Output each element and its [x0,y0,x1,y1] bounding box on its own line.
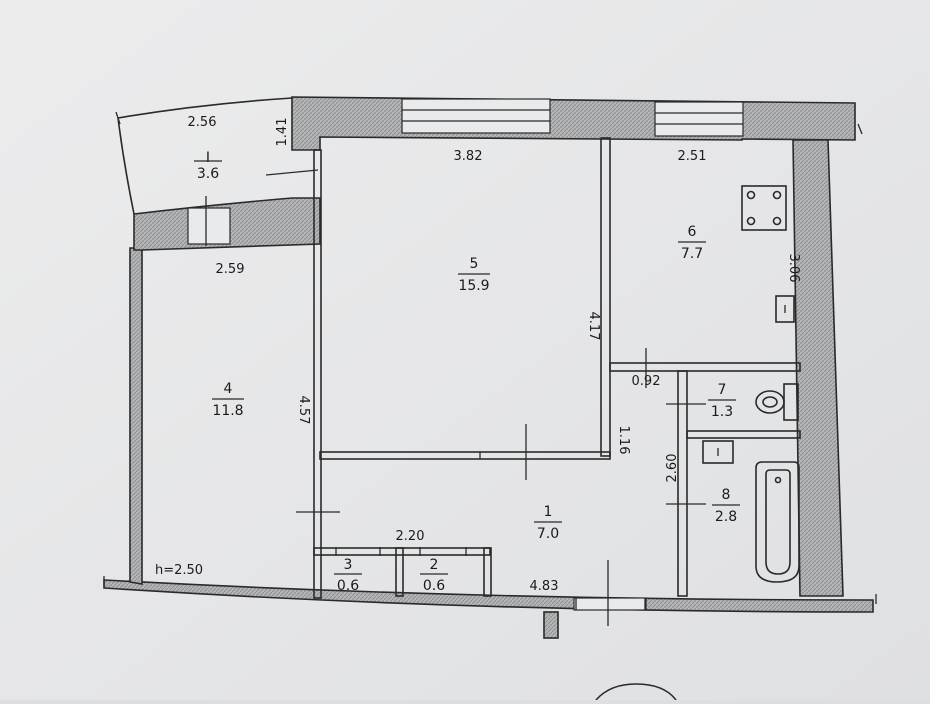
wall-5-6 [600,137,611,457]
svg-text:3: 3 [344,557,353,573]
svg-text:I: I [206,150,210,166]
wall-4-5 [313,149,322,599]
door-marks [103,111,877,626]
door-entrance [573,597,647,611]
svg-text:7.0: 7.0 [537,526,559,542]
svg-text:7: 7 [718,382,727,398]
dim-room4-depth: 4.57 [296,396,311,425]
svg-text:1: 1 [544,504,553,520]
dim-balcony-depth: 1.41 [275,118,290,147]
room-label-2: 2 0.6 [420,557,448,594]
wall-left [129,247,143,585]
dim-room5-depth: 4.17 [586,312,601,341]
dim-corridor-width: 0.92 [632,374,661,389]
dim-room4-width: 2.59 [216,262,245,277]
room-label-1: 1 7.0 [534,504,562,542]
room-label-6: 6 7.7 [678,224,706,262]
dim-bath-depth: 2.60 [665,454,680,483]
dim-hall-width: 2.20 [396,529,425,544]
dim-balcony-width: 2.56 [188,115,217,130]
balcony-outline [117,97,293,215]
svg-text:8: 8 [722,487,731,503]
wall-6-7 [609,362,801,372]
svg-text:3.6: 3.6 [197,166,219,182]
door-balcony [187,207,231,245]
room-label-5: 5 15.9 [458,256,490,294]
svg-text:4: 4 [224,381,233,397]
dim-kitchen-width: 2.51 [678,149,707,164]
svg-text:2: 2 [430,557,439,573]
room-label-4: 4 11.8 [212,381,244,419]
wall-stub-bottom [543,611,559,639]
svg-text:5: 5 [470,256,479,272]
svg-text:1.3: 1.3 [711,404,733,420]
svg-text:0.6: 0.6 [337,578,359,594]
svg-text:15.9: 15.9 [458,278,489,294]
wall-right [792,139,844,597]
dim-kitchen-depth: 3.06 [786,254,801,283]
toilet-icon [755,383,799,421]
room-label-3: 3 0.6 [334,557,362,594]
sink-icon [775,295,795,323]
dim-hall-length: 4.83 [530,579,559,594]
stamp-fragment [595,683,677,701]
window-kitchen [654,101,744,137]
bathtub-icon [755,461,800,583]
room-label-balcony: I 3.6 [194,150,222,182]
window-living [401,98,551,134]
svg-text:7.7: 7.7 [681,246,703,262]
wall-7-8 [686,430,801,439]
room-label-8: 8 2.8 [712,487,740,525]
svg-text:6: 6 [688,224,697,240]
room-label-7: 7 1.3 [708,382,736,420]
dim-room5-width: 3.82 [454,149,483,164]
wall-1-8 [677,370,688,597]
wall-5-1 [319,451,611,460]
ceiling-height: h=2.50 [155,563,203,578]
bath-sink-icon [702,440,734,464]
svg-text:11.8: 11.8 [212,403,243,419]
stove-icon [741,185,787,231]
dim-corridor-depth: 1.16 [616,426,631,455]
wall-closets-right [483,547,492,597]
svg-text:2.8: 2.8 [715,509,737,525]
svg-text:0.6: 0.6 [423,578,445,594]
wall-closets-mid [395,547,404,597]
